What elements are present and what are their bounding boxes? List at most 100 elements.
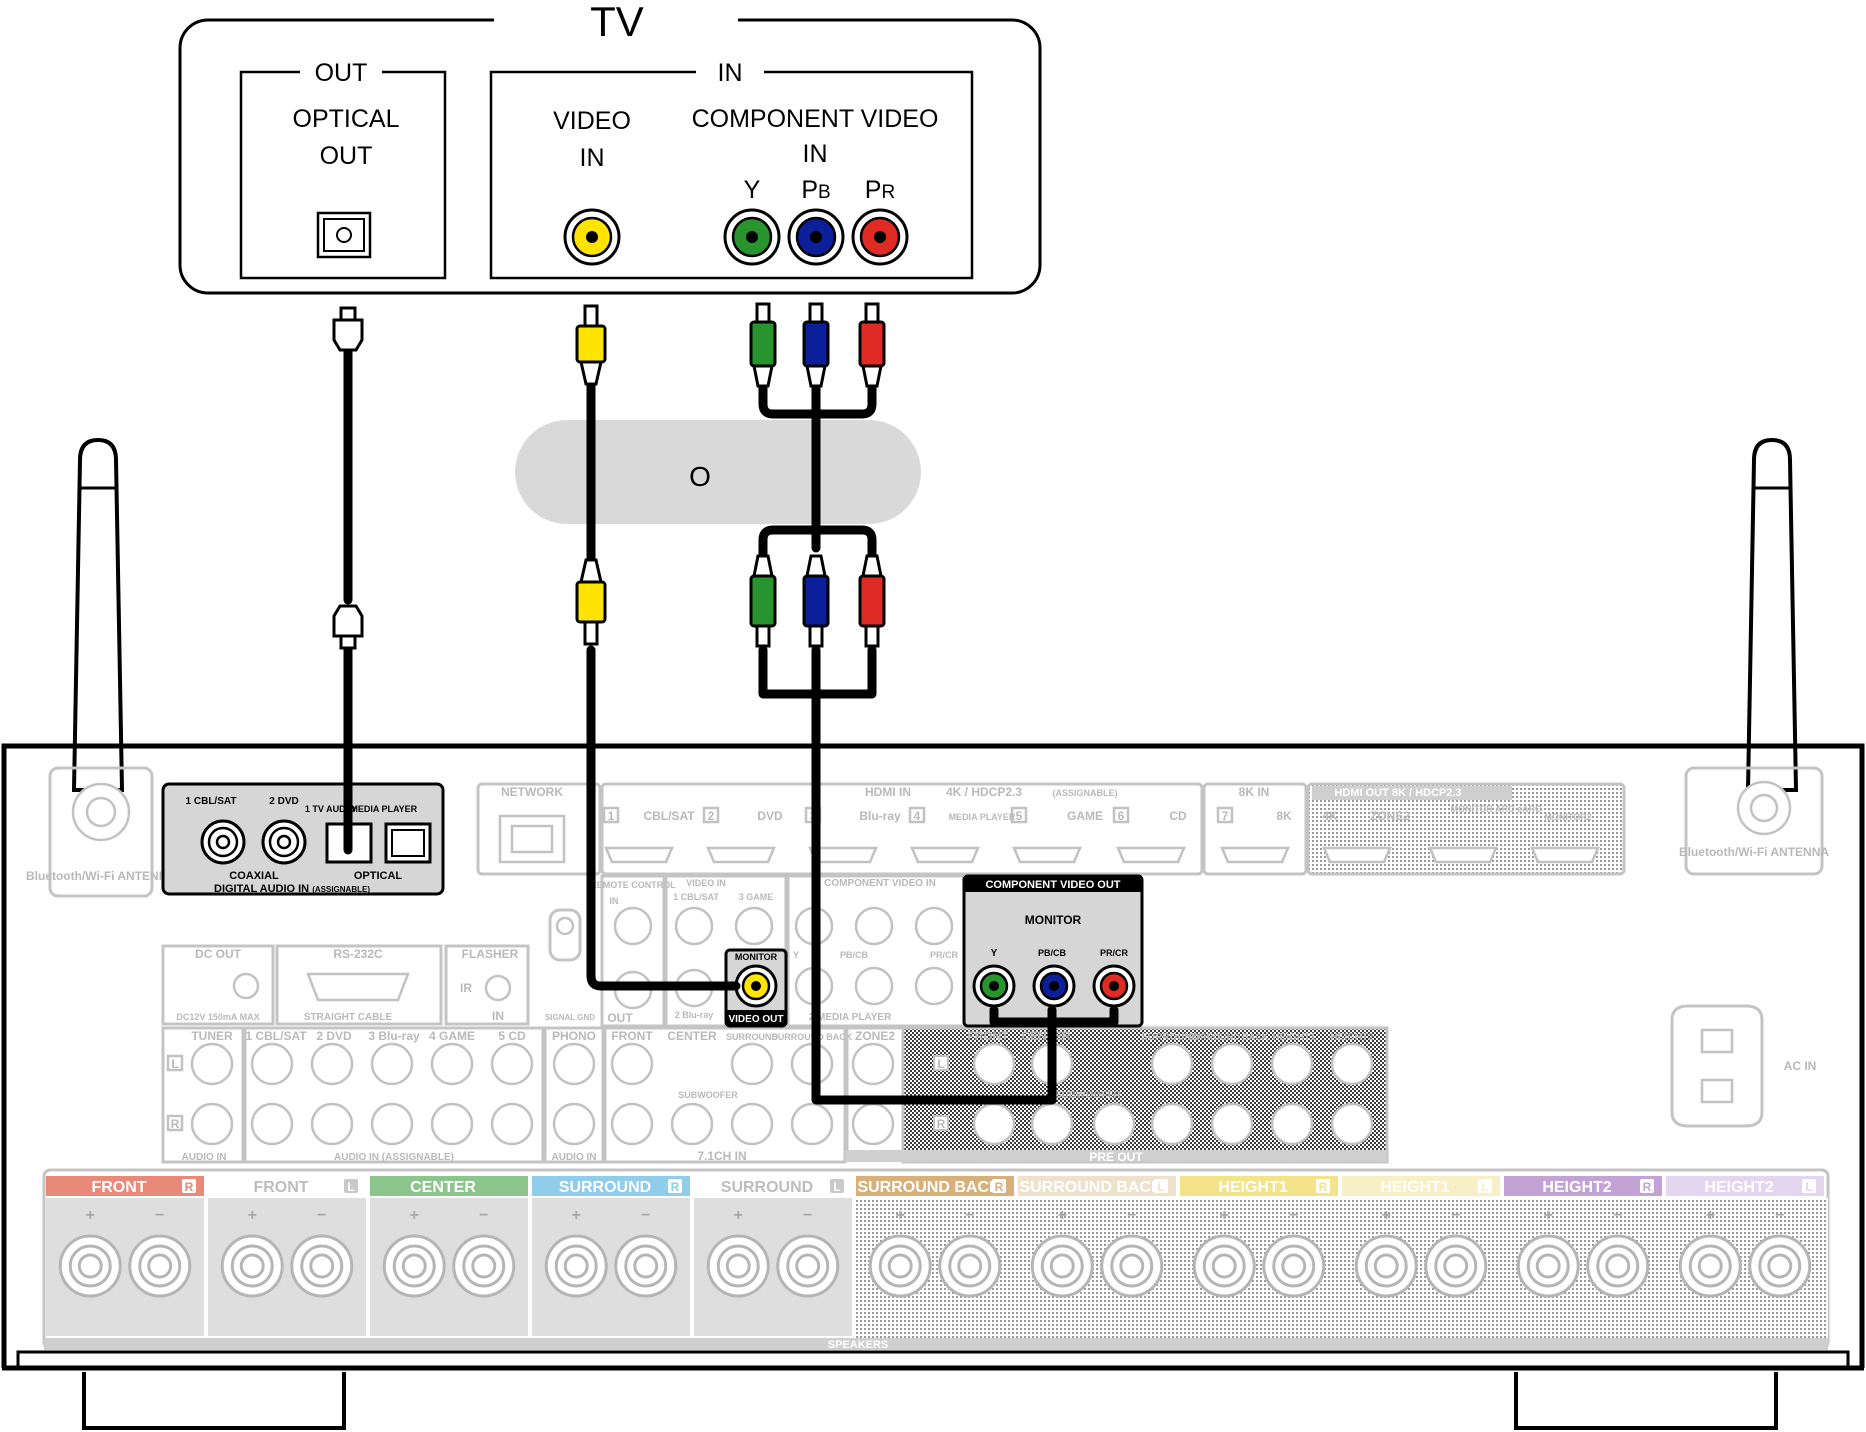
speaker-side-label: L [1157,1180,1164,1194]
network-label: NETWORK [501,785,563,799]
receiver-component-out-pr-jack[interactable] [1092,964,1136,1008]
speaker-terminal-ring [957,1253,983,1279]
svg-text:SURROUND: SURROUND [1141,1032,1199,1043]
digital-audio-in-label: DIGITAL AUDIO IN (ASSIGNABLE) [214,883,370,895]
speaker-group-name: SURROUND [721,1179,813,1196]
digital-audio-in-panel: 1 CBL/SAT 2 DVD 1 TV AUDIO 2 MEDIA PLAYE… [161,782,445,896]
video-out-monitor-label: MONITOR [735,952,778,962]
svg-text:Y: Y [793,950,799,960]
phono-label: PHONO [552,1029,596,1043]
component-out-monitor-label: MONITOR [1025,913,1082,927]
plus-terminal-mark: + [1058,1207,1067,1224]
svg-text:SURROUND BACK: SURROUND BACK [1188,1032,1269,1042]
speaker-group-name: FRONT [253,1179,308,1196]
dai-input-2: 2 DVD [269,796,298,807]
note-pill: O [515,420,921,524]
speaker-side-badge [668,1179,682,1193]
minus-terminal-mark: − [1289,1207,1298,1224]
svg-text:MONITOR2: MONITOR2 [1544,812,1591,822]
speaker-group-band [532,1176,690,1196]
minus-terminal-mark: − [1613,1207,1622,1224]
tv-component-y-jack[interactable] [723,208,781,266]
video-cable [575,304,741,991]
hdmi-out-monitor2[interactable]: MONITOR2 [1530,812,1600,864]
antenna-right [1745,437,1799,792]
speaker-terminal-ring [1605,1253,1631,1279]
network-port: NETWORK [476,782,602,876]
tv-component-pr-jack[interactable] [851,208,909,266]
svg-text:1 CBL/SAT: 1 CBL/SAT [245,1029,307,1043]
flasher-block: FLASHER IR IN [444,944,530,1026]
svg-text:MEDIA PLAYER: MEDIA PLAYER [949,812,1016,822]
svg-text:HEIGHT2: HEIGHT2 [1330,1032,1374,1043]
speaker-side-label: L [1481,1180,1488,1194]
video-in-label-line2: IN [580,144,605,172]
speaker-terminal-ring [1211,1253,1237,1279]
receiver-component-out-pb-jack[interactable] [1032,964,1076,1008]
rs232c-label: RS-232C [333,947,383,961]
receiver-video-out-jack[interactable] [734,964,778,1008]
component-video-in-label: COMPONENT VIDEO IN [824,878,936,889]
pre-out-block: PRE OUT FRONT CENTER SURROUND SURROUND B… [845,1026,1389,1164]
plus-terminal-mark: + [86,1207,95,1224]
svg-text:4 GAME: 4 GAME [429,1029,475,1043]
speaker-side-label: R [671,1180,680,1194]
tv-component-pb-jack[interactable] [787,208,845,266]
optical-in-jack-2[interactable] [384,822,432,864]
dc-out-label: DC OUT [195,947,242,961]
speaker-terminal-ring [1443,1253,1469,1279]
svg-text:L: L [171,1057,178,1071]
tv-out-label: OUT [315,59,368,87]
audio-in-block: 1 CBL/SAT 2 DVD 3 Blu-ray 4 GAME 5 CD AU… [243,1026,545,1164]
pre-out-label: PRE OUT [1089,1150,1143,1164]
speaker-group-band [1180,1176,1338,1196]
tv-optical-out-jack[interactable] [316,211,372,259]
video-plug-top [575,304,607,386]
speaker-terminal-ring [795,1253,821,1279]
coaxial-jack-1[interactable] [200,819,246,865]
ac-in-label: AC IN [1784,1059,1817,1073]
ch71-in-block: FRONT CENTER SURROUND SURROUND BACK SUBW… [603,1026,853,1164]
plus-terminal-mark: + [572,1207,581,1224]
svg-text:FRONT: FRONT [611,1029,653,1043]
signal-gnd-label: SIGNAL GND [545,1013,595,1022]
receiver-component-out-y-jack[interactable] [972,964,1016,1008]
svg-text:CBL/SAT: CBL/SAT [643,809,695,823]
plus-terminal-mark: + [248,1207,257,1224]
flasher-in-label: IN [492,1009,504,1023]
component-video-in-block: COMPONENT VIDEO IN Y PB/CB PR/CR 2 MEDIA… [786,874,966,1028]
speaker-group-band [1504,1176,1662,1196]
rs232c-block: RS-232C STRAIGHT CABLE [275,944,443,1026]
speakers-label: SPEAKERS [828,1339,889,1351]
speaker-group-band [1342,1176,1500,1196]
speaker-group-name: FRONT [91,1179,146,1196]
svg-text:R: R [171,1117,180,1131]
hdmi-out-monitor[interactable]: MONITOR ARC eARC [1428,804,1542,864]
coaxial-jack-2[interactable] [261,819,307,865]
svg-text:PR/CR: PR/CR [930,950,959,960]
tv-video-in-jack[interactable] [563,208,621,266]
component-in-label-line2: IN [803,140,828,168]
svg-text:AUDIO IN (ASSIGNABLE): AUDIO IN (ASSIGNABLE) [334,1152,454,1163]
phono-block: PHONO AUDIO IN [543,1026,605,1164]
svg-text:SUBWOOFER: SUBWOOFER [1055,1090,1122,1101]
svg-text:CENTER: CENTER [667,1029,717,1043]
speaker-group-band [370,1176,528,1196]
audio-in-labels: 1 CBL/SAT 2 DVD 3 Blu-ray 4 GAME 5 CD [245,1029,526,1043]
speaker-terminal-ring [1281,1253,1307,1279]
speaker-group-name: HEIGHT1 [1218,1179,1287,1196]
component-plug-bottom-pr [858,554,886,648]
minus-terminal-mark: − [317,1207,326,1224]
